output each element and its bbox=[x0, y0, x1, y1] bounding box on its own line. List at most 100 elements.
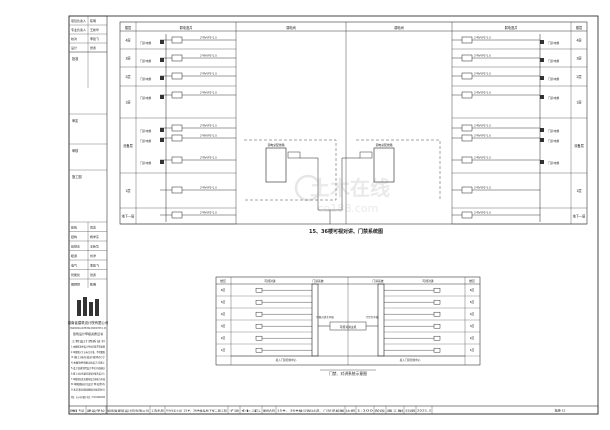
sign-row-label: 电气 bbox=[71, 263, 77, 268]
sign-row-label: 建筑 bbox=[71, 225, 77, 230]
upper-caption: 15、36楼可视对讲、门禁系统图 bbox=[309, 228, 383, 235]
lower-floor-label-left: 1层 bbox=[221, 348, 226, 352]
cable-label-right: 2*RVVP2*1.0 bbox=[474, 124, 491, 128]
terminal-label-right: 门禁/电梯 bbox=[548, 59, 560, 63]
junction-box-right bbox=[461, 186, 473, 194]
intercom-unit-left bbox=[255, 299, 263, 305]
terminal-icon-left bbox=[160, 138, 164, 142]
junction-box-left bbox=[171, 186, 183, 194]
cable-label-right: 2*RVVP2*1.0 bbox=[474, 134, 491, 138]
cabinet-right bbox=[373, 147, 395, 183]
lower-floor-label-left: 5层 bbox=[221, 300, 226, 304]
lower-floor-label-left: 3层 bbox=[221, 324, 226, 328]
riser-label-right: 门禁主干线 bbox=[366, 315, 379, 319]
upper-header-floor-left: 楼层 bbox=[125, 25, 131, 30]
cert-label: 建筑设计甲级资质证书 bbox=[73, 331, 103, 336]
sign-row-label: 给排水 bbox=[71, 244, 80, 249]
title-note: 3.施工前应核对现场尺寸 bbox=[71, 355, 106, 359]
title-note: 1.本图纸未经设计单位同意不得复制 bbox=[71, 344, 106, 348]
terminal-icon-right bbox=[540, 128, 544, 132]
terminal-label-left: 门禁/电梯 bbox=[140, 96, 152, 100]
cable-label-left: 2*RVVP2*1.0 bbox=[200, 54, 217, 58]
drawing-number: 电施-15 bbox=[555, 408, 566, 413]
footer-cell: 图号 bbox=[70, 409, 87, 413]
center-host-label: 可视对讲主机 bbox=[340, 325, 357, 329]
cabinet-label-left: 弱电总配线箱 bbox=[268, 143, 285, 147]
sign-row-value: 杨学东 bbox=[90, 234, 99, 239]
terminal-label-left: 门禁/电梯 bbox=[140, 41, 152, 45]
junction-box-right bbox=[461, 124, 473, 132]
terminal-icon-left bbox=[160, 40, 164, 44]
terminal-icon-right bbox=[540, 160, 544, 164]
lower-floor-label-left: 4层 bbox=[221, 312, 226, 316]
footer-cell: 子项 bbox=[229, 409, 240, 413]
upper-floor-label-right: 2层 bbox=[576, 74, 581, 79]
terminal-icon-left bbox=[160, 128, 164, 132]
title-side-label: 审定 bbox=[72, 118, 79, 123]
sign-row-label: 智能化 bbox=[71, 272, 80, 277]
cable-label-left: 2*RVVP2*1.0 bbox=[200, 72, 217, 76]
title-row-value: 李建飞 bbox=[90, 36, 99, 41]
sign-row-label: 概预算 bbox=[71, 282, 80, 287]
cabinet-label-right: 弱电总配线箱 bbox=[376, 143, 393, 147]
bottom-label-left: 接入门禁控制中心 bbox=[276, 358, 297, 362]
upper-floor-label-left: 3层 bbox=[125, 56, 130, 61]
upper-floor-label-right: 1层 bbox=[576, 100, 581, 105]
title-side-label: 审核 bbox=[72, 148, 79, 153]
sign-row-value: 刘洋 bbox=[90, 253, 96, 258]
upper-header-shaft-left: 弱电竖井 bbox=[180, 25, 193, 30]
upper-floor-label-right: 3层 bbox=[576, 56, 581, 61]
upper-floor-label-right: 4层 bbox=[576, 38, 581, 43]
junction-box-right bbox=[461, 91, 473, 99]
terminal-icon-left bbox=[160, 160, 164, 164]
upper-floor-label-left: 1层 bbox=[125, 188, 130, 193]
footer-cell: 建设单位 bbox=[87, 409, 106, 413]
company-name-cn: 湖南省建筑设计院有限公司 bbox=[68, 320, 109, 325]
intercom-unit-right bbox=[433, 335, 441, 341]
junction-box-left bbox=[171, 54, 183, 62]
title-note: 8.本图版权归设计单位所有 bbox=[71, 382, 106, 386]
junction-box-left bbox=[171, 72, 183, 80]
title-note: 9.未尽事宜按国家相关规范执行 bbox=[71, 388, 106, 392]
footer-cell: 住宅 bbox=[241, 409, 264, 413]
company-name-en: HUNAN PROVINCIAL ARCHITECTURAL DESIGN IN… bbox=[70, 327, 106, 330]
footer-cell: 2021.3 bbox=[417, 410, 432, 413]
lower-header-access-left: 门禁系统 bbox=[312, 279, 323, 283]
upper-floor-label-left: 1层 bbox=[125, 100, 130, 105]
junction-box-right bbox=[461, 211, 473, 219]
sign-row-value: 王新华 bbox=[90, 244, 99, 249]
terminal-icon-left bbox=[160, 95, 164, 99]
terminal-label-right: 门禁/电梯 bbox=[548, 41, 560, 45]
footer-cell: 湖南省建筑设计院有限公司 bbox=[107, 409, 150, 413]
sign-row-value: 李建飞 bbox=[90, 263, 99, 268]
upper-header-room-right: 弱电间 bbox=[394, 25, 404, 30]
title-row-value: 陈明 bbox=[90, 18, 96, 23]
junction-box-right bbox=[461, 72, 473, 80]
footer-cell: 15#、36#楼可视对讲、门禁系统图 bbox=[277, 409, 345, 413]
watermark-sub: co188.com bbox=[318, 202, 379, 215]
title-note: 7.本图须加盖出图章及注册章方有效 bbox=[71, 377, 106, 381]
title-row-label: 设计 bbox=[71, 45, 77, 50]
bottom-label-right: 接入门禁控制中心 bbox=[400, 358, 421, 362]
junction-box-right bbox=[461, 54, 473, 62]
sign-row-value: 陈明 bbox=[90, 282, 96, 287]
terminal-label-left: 门禁/电梯 bbox=[140, 129, 152, 133]
title-row-label: 项目负责人 bbox=[71, 18, 86, 23]
cable-label-left: 2*RVVP2*1.0 bbox=[200, 124, 217, 128]
terminal-icon-right bbox=[540, 40, 544, 44]
riser-right bbox=[377, 283, 385, 357]
terminal-icon-left bbox=[160, 76, 164, 80]
footer-cell: 阶段 bbox=[375, 409, 386, 413]
intercom-unit-left bbox=[255, 287, 263, 293]
footer-cell: 比例 bbox=[346, 409, 356, 413]
cable-label-right: 2*RVVP2*1.0 bbox=[474, 54, 491, 58]
title-row-value: 张勇 bbox=[90, 45, 96, 50]
intercom-unit-left bbox=[255, 323, 263, 329]
terminal-label-left: 门禁/电梯 bbox=[140, 59, 152, 63]
cable-label-left: 2*RVVP2*1.0 bbox=[200, 186, 217, 190]
lower-floor-label-right: 5层 bbox=[470, 300, 475, 304]
junction-box-left bbox=[171, 124, 183, 132]
